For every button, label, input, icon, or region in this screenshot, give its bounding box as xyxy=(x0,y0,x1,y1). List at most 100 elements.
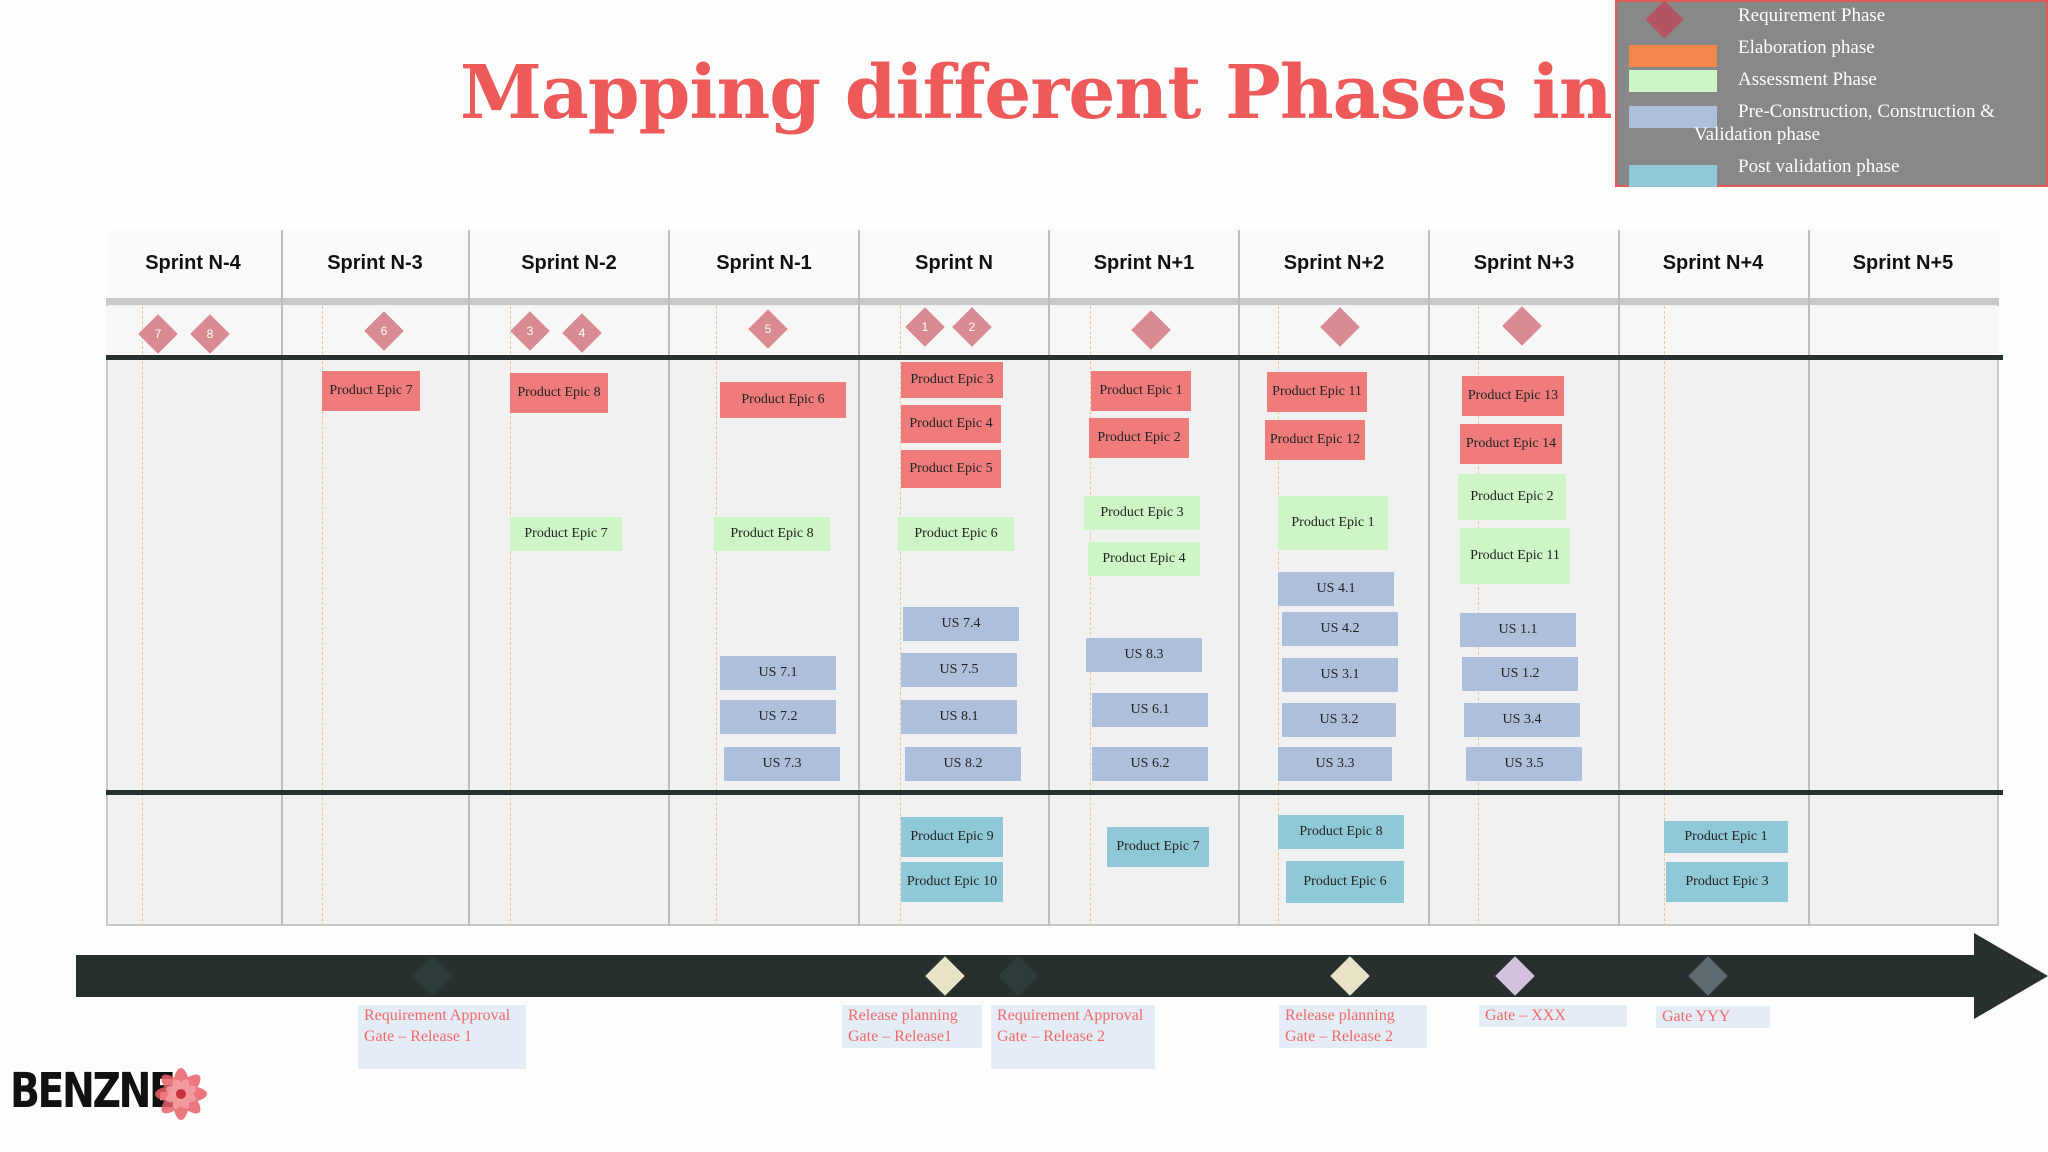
elaboration-card: Product Epic 2 xyxy=(1089,418,1189,458)
assessment-card: Product Epic 8 xyxy=(714,517,830,551)
gate-label: Gate – XXX xyxy=(1479,1005,1627,1027)
brand-logo: BENZNE xyxy=(10,1063,176,1119)
assessment-card: Product Epic 1 xyxy=(1278,496,1388,550)
construction-card: US 7.1 xyxy=(720,656,836,690)
construction-card: US 7.2 xyxy=(720,700,836,734)
construction-card: US 3.4 xyxy=(1464,703,1580,737)
flower-logo-icon xyxy=(155,1068,207,1120)
sprint-header-n: Sprint N xyxy=(915,252,993,274)
dashed-guide xyxy=(900,306,901,926)
dashed-guide xyxy=(1090,306,1091,926)
assessment-card: Product Epic 3 xyxy=(1084,496,1200,530)
gate-label: Release planning Gate – Release 2 xyxy=(1279,1005,1427,1048)
requirement-diamond-icon: 5 xyxy=(748,309,788,349)
elaboration-card: Product Epic 3 xyxy=(901,362,1003,398)
sprint-header-n-2: Sprint N-2 xyxy=(521,252,617,274)
timeline-arrow-icon xyxy=(1974,933,2048,1019)
post-validation-card: Product Epic 8 xyxy=(1278,815,1404,849)
sprint-header-n+4: Sprint N+4 xyxy=(1662,252,1764,274)
sprint-header-n+5: Sprint N+5 xyxy=(1852,252,1954,274)
assessment-card: Product Epic 4 xyxy=(1088,542,1200,576)
construction-card: US 1.1 xyxy=(1460,613,1576,647)
assessment-card: Product Epic 2 xyxy=(1458,474,1566,520)
elaboration-card: Product Epic 14 xyxy=(1460,424,1562,464)
construction-card: US 1.2 xyxy=(1462,657,1578,691)
dashed-guide xyxy=(716,306,717,926)
legend: Requirement Phase Elaboration phase Asse… xyxy=(1615,0,2048,187)
requirement-diamond-icon: 2 xyxy=(952,307,992,347)
requirement-diamond-icon: 1 xyxy=(905,307,945,347)
gate-label: Requirement Approval Gate – Release 1 xyxy=(358,1005,526,1069)
requirement-diamond-icon: 7 xyxy=(138,314,178,354)
post-validation-card: Product Epic 9 xyxy=(901,817,1003,857)
requirement-diamond-icon: 6 xyxy=(364,311,404,351)
column-divider xyxy=(858,230,860,926)
dashed-guide xyxy=(142,306,143,926)
construction-card: US 8.3 xyxy=(1086,638,1202,672)
sprint-header-row xyxy=(106,230,1999,305)
requirement-diamond-icon xyxy=(1645,0,1684,39)
elaboration-card: Product Epic 6 xyxy=(720,382,846,418)
sprint-header-n+2: Sprint N+2 xyxy=(1283,252,1385,274)
post-validation-card: Product Epic 1 xyxy=(1664,821,1788,853)
construction-card: US 7.3 xyxy=(724,747,840,781)
legend-elaboration: Elaboration phase xyxy=(1738,37,1875,58)
legend-post: Post validation phase xyxy=(1738,156,1900,177)
elaboration-card: Product Epic 7 xyxy=(322,371,420,411)
dashed-guide xyxy=(1278,306,1279,926)
legend-requirement: Requirement Phase xyxy=(1738,5,1886,26)
construction-card: US 4.1 xyxy=(1278,572,1394,606)
elaboration-card: Product Epic 8 xyxy=(510,373,608,413)
gate-label: Requirement Approval Gate – Release 2 xyxy=(991,1005,1155,1069)
column-divider xyxy=(668,230,670,926)
elaboration-card: Product Epic 4 xyxy=(901,405,1001,443)
column-divider xyxy=(281,230,283,926)
dashed-guide xyxy=(1664,306,1665,926)
construction-swatch xyxy=(1629,106,1717,128)
elaboration-card: Product Epic 12 xyxy=(1265,420,1365,460)
construction-card: US 7.5 xyxy=(901,653,1017,687)
construction-card: US 3.5 xyxy=(1466,747,1582,781)
gate-label: Gate YYY xyxy=(1656,1006,1770,1028)
sprint-header-n-4: Sprint N-4 xyxy=(145,252,241,274)
elaboration-swatch xyxy=(1629,45,1717,67)
requirement-diamond-icon: 4 xyxy=(562,313,602,353)
construction-card: US 8.1 xyxy=(901,700,1017,734)
requirement-diamond-icon xyxy=(1131,310,1171,350)
phase-separator xyxy=(106,355,2003,360)
column-divider xyxy=(1428,230,1430,926)
requirement-diamond-icon xyxy=(1320,307,1360,347)
assessment-swatch xyxy=(1629,70,1717,92)
legend-construction: Pre-Construction, Construction & xyxy=(1738,101,1996,122)
dashed-guide xyxy=(322,306,323,926)
column-divider xyxy=(1618,230,1620,926)
requirement-diamond-icon: 3 xyxy=(510,311,550,351)
post-swatch xyxy=(1629,165,1717,187)
phase-separator xyxy=(106,790,2003,795)
construction-card: US 6.2 xyxy=(1092,747,1208,781)
elaboration-card: Product Epic 1 xyxy=(1091,371,1191,411)
elaboration-card: Product Epic 5 xyxy=(901,450,1001,488)
sprint-header-n+3: Sprint N+3 xyxy=(1473,252,1575,274)
post-validation-card: Product Epic 7 xyxy=(1107,827,1209,867)
requirement-diamond-icon xyxy=(1502,306,1542,346)
elaboration-card: Product Epic 11 xyxy=(1267,372,1367,412)
post-validation-card: Product Epic 3 xyxy=(1666,862,1788,902)
dashed-guide xyxy=(510,306,511,926)
column-divider xyxy=(1808,230,1810,926)
requirement-row xyxy=(106,306,1999,356)
elaboration-card: Product Epic 13 xyxy=(1462,376,1564,416)
sprint-header-n-1: Sprint N-1 xyxy=(716,252,812,274)
construction-card: US 3.3 xyxy=(1278,747,1392,781)
construction-card: US 3.1 xyxy=(1282,658,1398,692)
column-divider xyxy=(1238,230,1240,926)
construction-card: US 6.1 xyxy=(1092,693,1208,727)
requirement-diamond-icon: 8 xyxy=(190,314,230,354)
construction-card: US 7.4 xyxy=(903,607,1019,641)
construction-card: US 4.2 xyxy=(1282,612,1398,646)
legend-construction-2: Validation phase xyxy=(1694,124,1821,145)
assessment-card: Product Epic 11 xyxy=(1460,528,1570,584)
legend-assessment: Assessment Phase xyxy=(1738,69,1877,90)
gate-label: Release planning Gate – Release1 xyxy=(842,1005,982,1048)
sprint-header-n+1: Sprint N+1 xyxy=(1093,252,1195,274)
